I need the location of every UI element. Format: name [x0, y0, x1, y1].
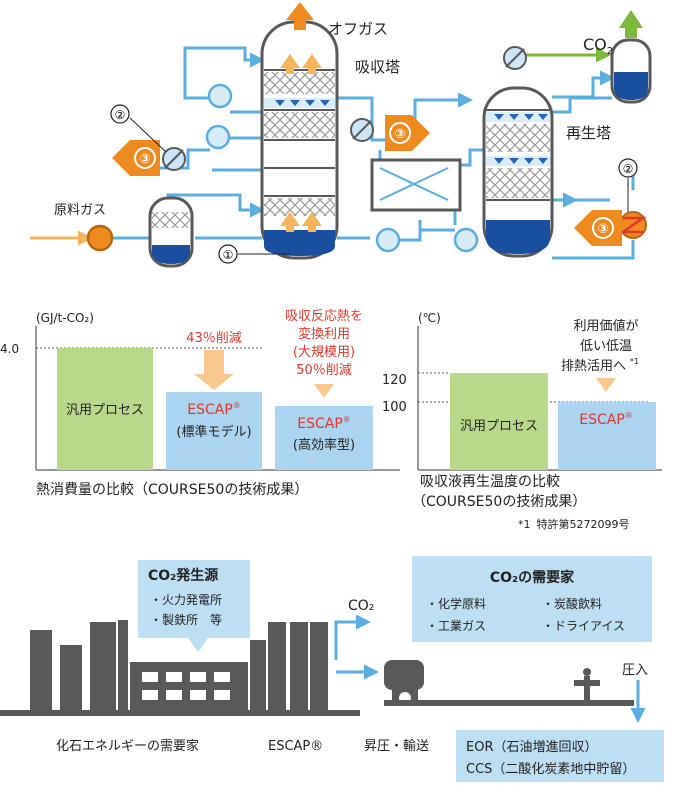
- tick-100: 100: [382, 400, 407, 415]
- factory-silhouette: [0, 620, 360, 716]
- co2-arrow-label: CO₂: [348, 598, 374, 614]
- pump-icon: [205, 124, 231, 150]
- temp-unit: (℃): [418, 311, 441, 325]
- co2-source-callout: CO₂発生源 ・火力発電所 ・製鉄所 等: [138, 560, 250, 652]
- bar-conventional-label: 汎用プロセス: [66, 403, 144, 418]
- co2-source-title: CO₂発生源: [148, 567, 218, 584]
- reduction-note-50-line: 吸収反応熱を: [285, 309, 363, 324]
- tick-120: 120: [382, 373, 407, 388]
- storage-box: EOR（石油増進回収） CCS（二酸化炭素地中貯留）: [456, 730, 664, 782]
- packing-bottom: [264, 198, 335, 216]
- eor-label: EOR（石油増進回収）: [466, 740, 597, 755]
- packing-top: [264, 72, 335, 94]
- bar-escap-highefficiency: [275, 406, 373, 470]
- marker-3: ③: [597, 222, 608, 237]
- bar-escap-standard: [166, 392, 262, 470]
- bar-conventional-temp: [450, 373, 548, 470]
- bar-escap-he-label: ESCAP®: [297, 415, 351, 432]
- pumps: [86, 83, 479, 253]
- absorber-label: 吸収塔: [355, 58, 400, 76]
- temp-arrow-icon: [596, 378, 616, 392]
- temp-note-line: 利用価値が: [573, 318, 638, 334]
- co2-demand-item: ・工業ガス: [426, 619, 486, 633]
- pump-icon: [453, 227, 479, 253]
- reduction-note-43: 43％削減: [186, 330, 242, 346]
- capture-pipe: [334, 614, 371, 660]
- temp-note-line: 排熱活用へ*1: [561, 357, 639, 374]
- temp-caption-line: 吸収液再生温度の比較: [420, 474, 560, 490]
- recovery-arrow-icon: [574, 210, 622, 246]
- temp-caption-line: （COURSE50の技術成果）: [412, 494, 586, 510]
- process-flow: ③ ③ ③ ② ① ② オフガス 吸収塔 CO2 再生塔 原料ガス: [30, 2, 652, 268]
- co2-demand-title: CO₂の需要家: [490, 569, 575, 586]
- temperature-chart: (℃) 120 100 汎用プロセス ESCAP® 利用価値が 低い低温 排熱活…: [382, 311, 662, 531]
- co2-label: CO2: [583, 35, 613, 57]
- marker-1: ①: [223, 248, 234, 262]
- circled-3-labels: ③ ③ ③: [134, 122, 614, 239]
- marker-3: ③: [139, 152, 150, 167]
- marker-2: ②: [115, 108, 126, 122]
- packing-middle: [264, 112, 335, 138]
- chain-label-escap: ESCAP®: [268, 739, 323, 754]
- energy-chart: (GJ/t-CO₂) 4.0 汎用プロセス ESCAP® (標準モデル) ESC…: [0, 309, 400, 498]
- value-chain: CO₂発生源 ・火力発電所 ・製鉄所 等 CO₂の需要家 ・化学原料 ・炭酸飲料…: [0, 556, 664, 782]
- pretreatment-tank: [148, 196, 194, 268]
- bar-escap-standard-label: ESCAP®: [187, 401, 241, 418]
- injection-label: 圧入: [622, 663, 648, 678]
- reduction-arrow-icon: [194, 350, 234, 390]
- heat-exchanger: [370, 158, 462, 212]
- co2-demand-item: ・ドライアイス: [542, 619, 625, 633]
- blower-icon: [86, 224, 114, 252]
- coolers: [162, 46, 527, 171]
- temp-note-line: 低い低温: [580, 339, 632, 354]
- co2-out-arrow-icon: [619, 10, 643, 38]
- reduction-note-50-line: 50％削減: [296, 362, 352, 378]
- bar-escap-he-sub: (高効率型): [293, 437, 355, 453]
- co2-source-item: ・火力発電所: [150, 593, 222, 607]
- energy-unit: (GJ/t-CO₂): [36, 311, 94, 325]
- co2-demand-item: ・炭酸飲料: [542, 596, 602, 611]
- compressor-icon: [384, 660, 634, 706]
- feed-gas-label: 原料ガス: [54, 203, 106, 218]
- bar-escap-standard-sub: (標準モデル): [176, 424, 251, 440]
- ccs-label: CCS（二酸化炭素地中貯留）: [466, 762, 635, 777]
- offgas-label: オフガス: [328, 20, 388, 38]
- reboiler-icon: [619, 211, 647, 239]
- absorber-column: [260, 20, 339, 260]
- pump-icon: [207, 83, 233, 109]
- marker-3: ③: [394, 127, 405, 142]
- recovery-arrow-icon: [385, 115, 430, 151]
- bar-conventional: [57, 348, 153, 470]
- spray-nozzles-icon: [275, 100, 330, 106]
- regenerator-column: [482, 86, 554, 258]
- offgas-arrow-icon: [286, 2, 314, 30]
- chain-label-transport: 昇圧・輸送: [364, 739, 429, 754]
- absorber-liquid: [264, 230, 335, 256]
- reduction-note-50-line: 変換利用: [298, 326, 350, 342]
- co2-source-item: ・製鉄所 等: [150, 612, 222, 627]
- co2-demand-item: ・化学原料: [426, 596, 486, 611]
- callout-markers: ② ① ②: [110, 104, 638, 264]
- regenerator-label: 再生塔: [566, 124, 611, 142]
- tick-4: 4.0: [0, 342, 19, 356]
- reduction-note-50-line: (大規模用): [293, 345, 355, 360]
- bar-escap-temp-label: ESCAP®: [579, 411, 633, 428]
- co2-demand-callout: CO₂の需要家 ・化学原料 ・炭酸飲料 ・工業ガス ・ドライアイス: [412, 556, 652, 642]
- reduction-arrow-icon: [314, 384, 334, 398]
- energy-caption: 熱消費量の比較（COURSE50の技術成果）: [36, 482, 308, 498]
- marker-2: ②: [623, 162, 634, 176]
- pump-icon: [375, 227, 401, 253]
- bar-escap-temp: [558, 402, 656, 470]
- co2-tank: [610, 10, 652, 104]
- chain-label-fossil-users: 化石エネルギーの需要家: [56, 738, 199, 754]
- bar-conventional-temp-label: 汎用プロセス: [460, 419, 538, 434]
- factory-windows: [142, 672, 230, 700]
